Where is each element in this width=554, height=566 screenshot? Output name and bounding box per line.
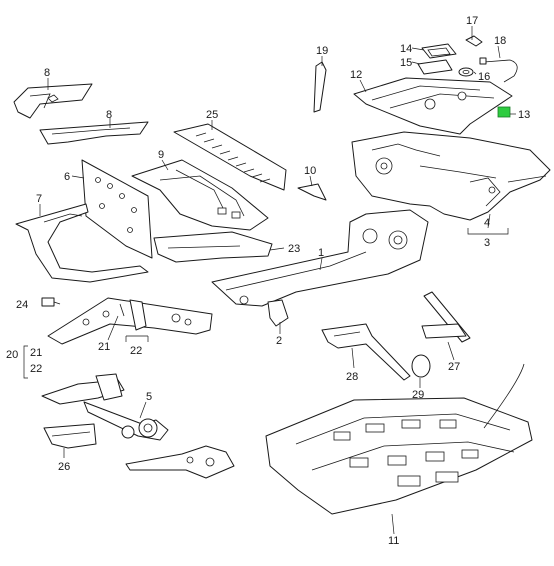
- part-26-bracket[interactable]: [43, 423, 97, 449]
- part-15-gasket[interactable]: [417, 59, 453, 75]
- part-28-brace[interactable]: [321, 323, 411, 381]
- callout-2: 2: [276, 335, 282, 347]
- leader-lines: [23, 26, 516, 535]
- callout-17: 17: [466, 15, 478, 27]
- callout-14: 14: [400, 43, 412, 55]
- part-8-lower-panel[interactable]: [39, 121, 149, 145]
- part-7-front-frame[interactable]: [15, 203, 149, 283]
- callout-12: 12: [350, 69, 362, 81]
- part-8-upper-frame[interactable]: [13, 83, 93, 119]
- part-10-small-bracket[interactable]: [297, 183, 327, 201]
- part-4-rear-body-section[interactable]: [351, 131, 551, 221]
- callout-27: 27: [448, 361, 460, 373]
- callout-15: 15: [400, 57, 412, 69]
- callout-4: 4: [484, 217, 490, 229]
- part-25-floor-plate[interactable]: [173, 123, 287, 191]
- callout-25: 25: [206, 109, 218, 121]
- callout-11: 11: [388, 535, 399, 547]
- callout-8a: 8: [44, 67, 50, 79]
- callout-6: 6: [64, 171, 70, 183]
- callout-26: 26: [58, 461, 70, 473]
- callout-22b: 22: [130, 345, 142, 357]
- part-21-side-rail[interactable]: [47, 297, 213, 345]
- part-14-gasket[interactable]: [421, 43, 457, 59]
- callout-16: 16: [478, 71, 490, 83]
- part-22-bracket[interactable]: [129, 299, 147, 331]
- callout-7: 7: [36, 193, 42, 205]
- part-13-highlighted-plate[interactable]: [497, 106, 511, 118]
- callout-28: 28: [346, 371, 358, 383]
- callout-18: 18: [494, 35, 506, 47]
- part-27-brace[interactable]: [421, 291, 471, 343]
- part-17-clip[interactable]: [465, 35, 483, 47]
- part-18-cable[interactable]: [479, 57, 518, 83]
- callout-20: 20: [6, 349, 18, 361]
- callout-21b: 21: [98, 341, 110, 353]
- callout-8b: 8: [106, 109, 112, 121]
- part-16-grommet[interactable]: [458, 67, 474, 77]
- part-2-mount-bracket[interactable]: [267, 299, 289, 327]
- callout-22: 22: [30, 363, 42, 375]
- callout-23: 23: [288, 243, 300, 255]
- callout-29: 29: [412, 389, 424, 401]
- part-29-disc[interactable]: [411, 354, 431, 378]
- callout-1: 1: [318, 247, 324, 259]
- callout-labels: 8 8 25 9 6 10 7 23 1 2 24 21 22 20 21 22…: [6, 15, 530, 547]
- callout-10: 10: [304, 165, 316, 177]
- part-24-clip[interactable]: [41, 297, 55, 307]
- callout-5: 5: [146, 391, 152, 403]
- callout-19: 19: [316, 45, 328, 57]
- part-9-center-tunnel[interactable]: [131, 159, 269, 231]
- callout-21: 21: [30, 347, 42, 359]
- part-5-pedal-assembly[interactable]: [41, 373, 235, 479]
- callout-24: 24: [16, 299, 28, 311]
- part-1-main-cross-beam[interactable]: [211, 209, 429, 307]
- callout-3: 3: [484, 237, 490, 249]
- part-11-floor-pan[interactable]: [265, 363, 533, 515]
- part-23-cross-member[interactable]: [153, 231, 273, 263]
- callout-9: 9: [158, 149, 164, 161]
- part-12-rear-floor[interactable]: [353, 77, 513, 135]
- part-19-rod[interactable]: [313, 61, 327, 113]
- callout-13: 13: [518, 109, 530, 121]
